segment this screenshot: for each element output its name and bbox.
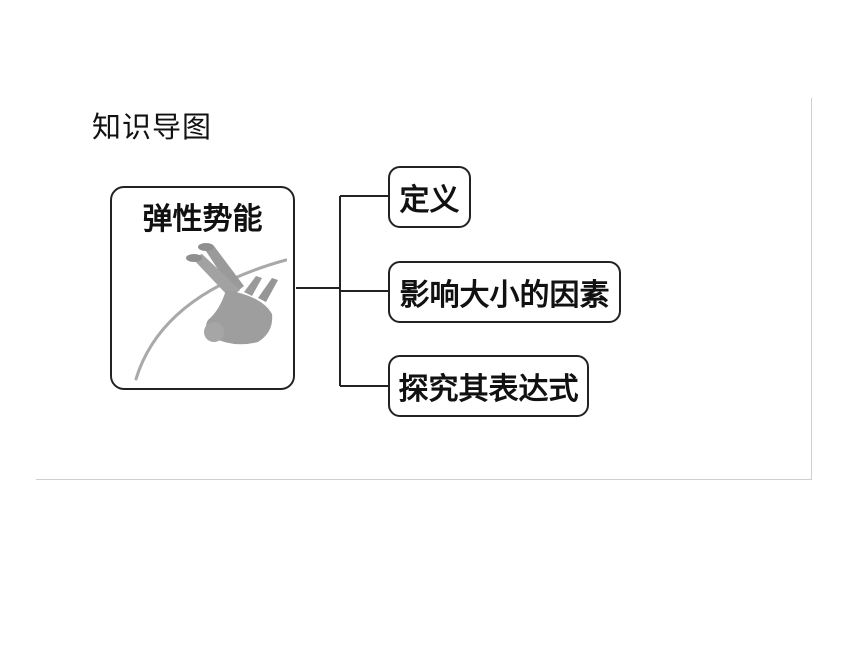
branch-label: 定义 [399, 183, 460, 218]
branch-expression: 探究其表达式 [388, 355, 589, 417]
root-label: 弹性势能 [142, 202, 263, 237]
pole-vaulter-icon [134, 243, 287, 381]
branch-definition: 定义 [388, 166, 471, 228]
branch-influencing-factors: 影响大小的因素 [388, 261, 621, 323]
frame-bottom-border [36, 479, 812, 480]
frame-right-border [811, 98, 812, 480]
branch-label: 影响大小的因素 [399, 278, 610, 313]
root-node: 弹性势能 [110, 186, 295, 390]
heading: 知识导图 [92, 110, 213, 144]
branch-label: 探究其表达式 [398, 372, 579, 407]
